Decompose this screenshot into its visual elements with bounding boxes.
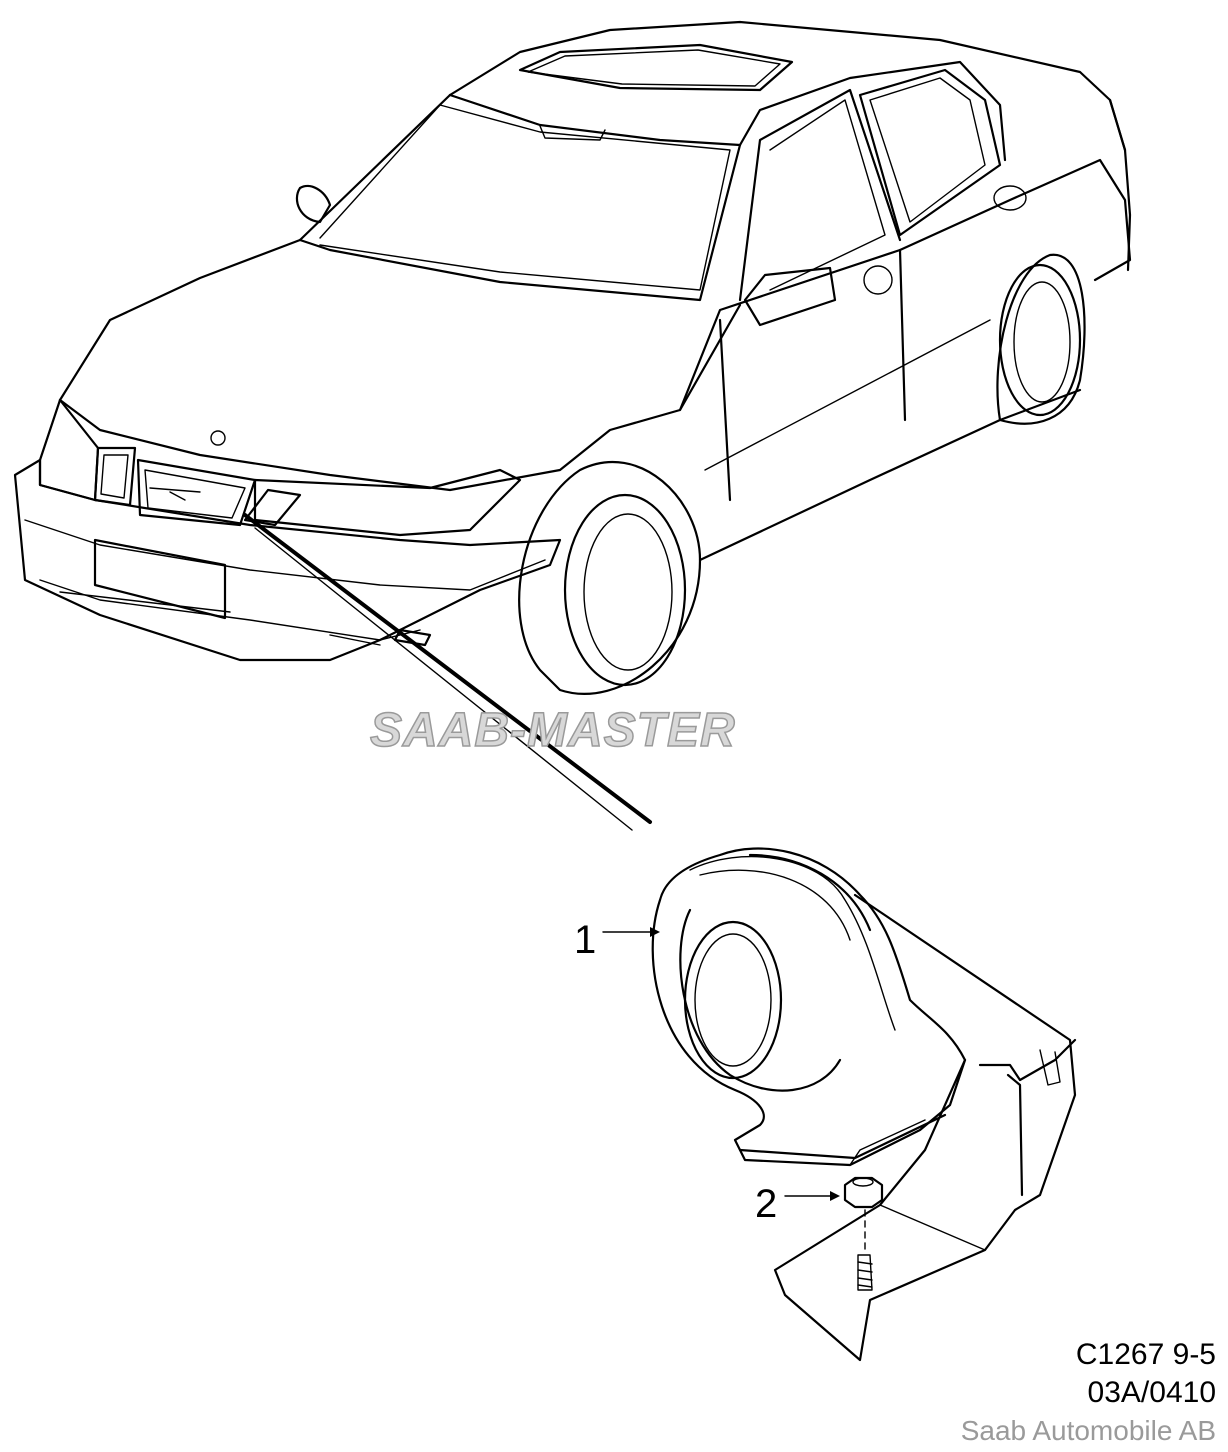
copyright-notice: Saab Automobile AB bbox=[960, 1415, 1216, 1446]
watermark-text: SAAB-MASTER bbox=[369, 703, 736, 758]
callout-label-2: 2 bbox=[755, 1182, 778, 1226]
callout-pointers bbox=[602, 927, 840, 1201]
diagram-reference-code: C1267 9-5 bbox=[1075, 1338, 1216, 1371]
horn-part bbox=[651, 847, 1077, 1362]
location-leader-lines bbox=[243, 513, 652, 831]
car-illustration bbox=[13, 20, 1132, 695]
diagram-reference-date: 03A/0410 bbox=[1087, 1376, 1216, 1409]
callout-label-1: 1 bbox=[574, 918, 597, 962]
